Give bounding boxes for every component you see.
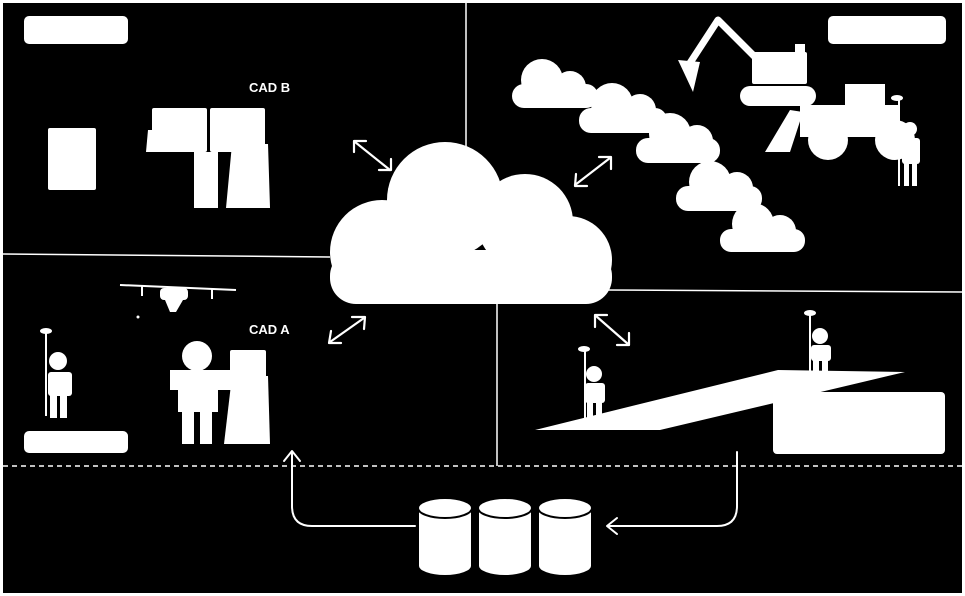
terrain-block — [773, 392, 945, 454]
data-flow-arrows — [283, 450, 738, 535]
sync-arrows — [327, 139, 631, 347]
bidirectional-arrow-icon — [352, 139, 393, 172]
label-box-top-right — [828, 16, 946, 44]
label-box-bottom-left — [24, 431, 128, 453]
office-desk-icon — [170, 341, 270, 444]
bidirectional-arrow-icon — [573, 155, 613, 188]
label-box-top-left — [24, 16, 128, 44]
drone-icon — [119, 284, 237, 319]
cloud-icon — [676, 161, 762, 211]
cad-b-label: CAD B — [249, 80, 290, 95]
cloud-icon — [636, 113, 720, 163]
surveyor-icon — [891, 95, 920, 186]
surveyor-icon — [578, 346, 605, 419]
surveyor-icon — [804, 310, 831, 374]
cloud-icon — [720, 203, 805, 252]
office-desk-icon — [48, 108, 270, 208]
cad-a-label: CAD A — [249, 322, 290, 337]
divider-left-middle — [2, 253, 331, 258]
bidirectional-arrow-icon — [327, 315, 367, 345]
cloud-icon — [579, 83, 667, 133]
bidirectional-arrow-icon — [593, 313, 631, 347]
cloud-icon — [330, 142, 612, 304]
terrain-ramp — [535, 370, 905, 430]
document-icon — [48, 128, 96, 190]
panel-dividers — [2, 3, 963, 466]
database-icon — [417, 497, 593, 577]
excavator-icon — [678, 16, 816, 106]
wheel-loader-icon — [765, 84, 915, 160]
survey-site — [535, 370, 945, 454]
cloud-icon — [512, 59, 598, 108]
arrow-to-cad-a — [291, 451, 416, 527]
arrow-from-survey — [607, 451, 738, 527]
surveyor-icon — [40, 328, 72, 418]
cloud-chain — [512, 59, 805, 252]
divider-right-middle — [604, 289, 963, 293]
